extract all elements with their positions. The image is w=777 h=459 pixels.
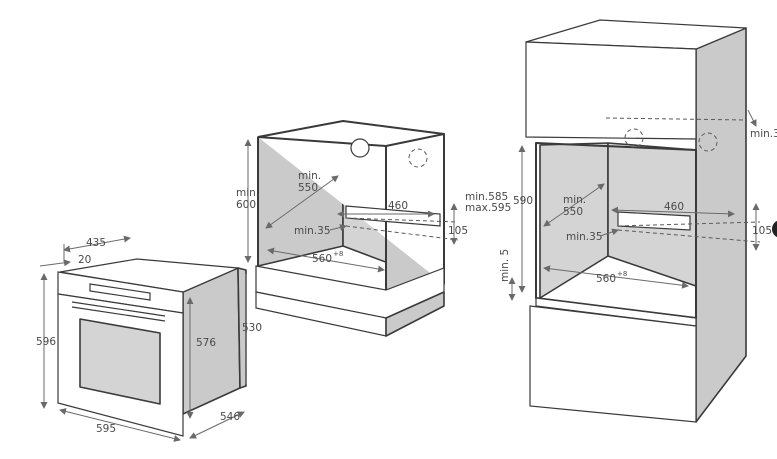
cab2-depth-550: 550	[563, 206, 583, 218]
cab2-depth-label: min.	[563, 194, 586, 206]
cab2-width-tol: +8	[617, 270, 627, 278]
cab2-min3: min.3	[750, 128, 777, 140]
cab1-vent-460: 460	[388, 200, 408, 212]
oven-drawing: 435 20 596 576 530 595 546	[36, 235, 262, 442]
cab2-590: 590	[513, 195, 533, 207]
cab1-min-label: min.	[236, 187, 259, 199]
column-cabinet: min.3 min.585 max.595 590 min. 550 460 m…	[465, 19, 777, 423]
dim-oven-595: 595	[96, 423, 116, 435]
oven-display	[89, 283, 151, 301]
cab2-min35: min.35	[566, 231, 603, 243]
under-counter-cabinet: min. 600 min. 550 460 min.35 105 560 +8	[236, 120, 468, 337]
dim-oven-546: 546	[220, 411, 240, 423]
dim-oven-596: 596	[36, 336, 56, 348]
oven-handle	[71, 301, 166, 317]
dim-oven-20: 20	[78, 254, 91, 266]
cab1-vent-105: 105	[448, 225, 468, 237]
oven-window	[79, 318, 161, 405]
cab1-hole	[350, 138, 370, 158]
edge-marker	[772, 220, 777, 238]
cab2-width-560: 560	[596, 273, 616, 285]
cab1-min-600: 600	[236, 199, 256, 211]
cab2-vent-105: 105	[752, 225, 772, 237]
cab2-lower-front	[529, 305, 697, 423]
cab1-depth-label: min.	[298, 170, 321, 182]
cab2-upper-front	[525, 41, 697, 140]
cab1-width-560: 560	[312, 253, 332, 265]
cab2-min5: min. 5	[499, 249, 511, 282]
cab2-max595: max.595	[465, 202, 511, 214]
cab1-depth-550: 550	[298, 182, 318, 194]
cab2-min585: min.585	[465, 191, 508, 203]
cab2-right-side	[695, 27, 747, 423]
cab1-min35: min.35	[294, 225, 331, 237]
cab1-width-tol: +8	[333, 250, 343, 258]
cab2-vent-460: 460	[664, 201, 684, 213]
dim-oven-530: 530	[242, 322, 262, 334]
dim-oven-435: 435	[86, 237, 106, 249]
dim-oven-576: 576	[196, 337, 216, 349]
